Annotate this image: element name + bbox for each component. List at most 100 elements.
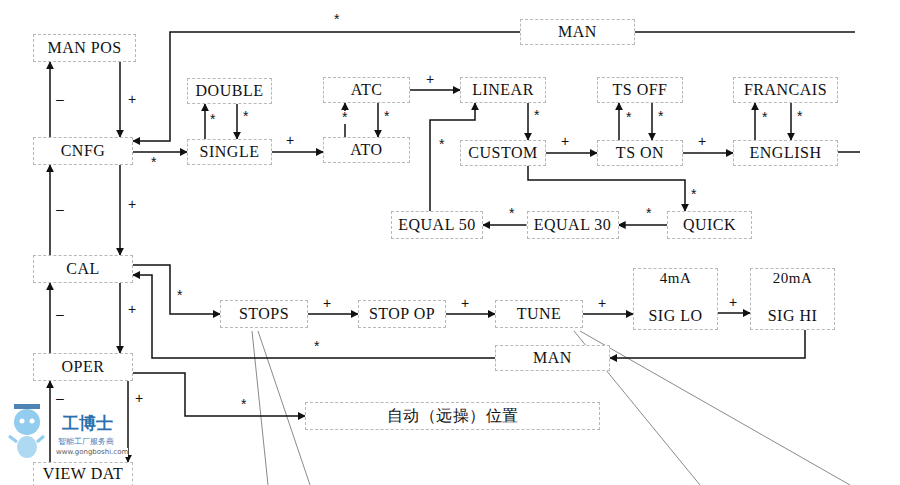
key-label: + bbox=[127, 93, 137, 106]
flow-arrow bbox=[272, 151, 323, 153]
menu-box: CNFG bbox=[33, 137, 133, 165]
menu-label: CAL bbox=[66, 260, 100, 278]
menu-label: SIG LO bbox=[648, 307, 702, 325]
key-label: * bbox=[438, 138, 445, 151]
key-label: + bbox=[560, 135, 570, 148]
key-label: + bbox=[597, 297, 607, 310]
flow-arrow bbox=[754, 103, 756, 140]
flow-arrow bbox=[546, 152, 597, 154]
flow-arrow bbox=[410, 89, 460, 91]
key-label: * bbox=[209, 113, 216, 126]
flow-arrow bbox=[236, 104, 238, 139]
flow-arrow bbox=[790, 103, 792, 140]
key-label: * bbox=[625, 111, 632, 124]
menu-label: 自动（远操）位置 bbox=[387, 407, 519, 425]
key-label: * bbox=[313, 340, 320, 353]
flow-stub bbox=[838, 151, 860, 153]
menu-label: QUICK bbox=[683, 216, 736, 234]
flow-arrow bbox=[204, 104, 206, 139]
mascot-icon bbox=[9, 404, 44, 458]
mascot-arm bbox=[37, 436, 44, 442]
flow-arrow bbox=[718, 312, 750, 314]
menu-box: ENGLISH bbox=[733, 140, 838, 166]
callout-leader bbox=[580, 331, 850, 485]
menu-box: STOPS bbox=[220, 300, 308, 328]
key-label: + bbox=[697, 135, 707, 148]
flow-arrow bbox=[610, 330, 805, 358]
menu-label: OPER bbox=[62, 358, 105, 376]
key-label: + bbox=[127, 198, 137, 211]
menu-box: VIEW DAT bbox=[33, 462, 133, 485]
menu-label: TS OFF bbox=[612, 81, 667, 99]
key-label: * bbox=[533, 109, 540, 122]
flow-arrow bbox=[527, 103, 529, 140]
menu-label: STOPS bbox=[239, 305, 289, 323]
menu-label: FRANCAIS bbox=[744, 81, 827, 99]
menu-box: MAN bbox=[495, 345, 610, 371]
key-label: * bbox=[645, 207, 652, 220]
flow-arrow bbox=[619, 224, 668, 226]
menu-box: TS OFF bbox=[597, 77, 683, 103]
menu-label: MAN POS bbox=[47, 39, 121, 57]
mascot-arm bbox=[9, 436, 17, 442]
flow-arrow bbox=[618, 103, 620, 140]
menu-box: CAL bbox=[33, 255, 133, 283]
mascot-eye bbox=[20, 419, 25, 424]
flow-arrow bbox=[377, 103, 379, 137]
menu-box: EQUAL 50 bbox=[391, 211, 483, 239]
menu-box: ATO bbox=[323, 137, 410, 163]
menu-box: EQUAL 30 bbox=[527, 211, 619, 239]
key-label: + bbox=[127, 303, 137, 316]
key-label: – bbox=[55, 93, 65, 106]
menu-label: EQUAL 30 bbox=[534, 216, 612, 234]
key-label: + bbox=[134, 392, 144, 405]
watermark-text: 工博士 bbox=[62, 414, 113, 433]
signal-heading: 20mA bbox=[773, 270, 813, 287]
menu-label: LINEAR bbox=[472, 81, 534, 99]
flow-arrow bbox=[133, 275, 495, 358]
flow-arrow bbox=[651, 103, 653, 140]
flow-arrow bbox=[133, 265, 220, 314]
menu-label: ATO bbox=[350, 141, 382, 159]
menu-label: SIG HI bbox=[768, 307, 818, 325]
key-label: * bbox=[341, 111, 348, 124]
menu-box: TS ON bbox=[597, 140, 683, 166]
menu-label: CNFG bbox=[61, 142, 106, 160]
key-label: – bbox=[55, 392, 65, 405]
key-label: – bbox=[55, 203, 65, 216]
mascot-eye bbox=[30, 419, 35, 424]
key-label: * bbox=[761, 111, 768, 124]
menu-box: STOP OP bbox=[358, 300, 446, 328]
flow-arrow bbox=[49, 283, 51, 353]
menu-box: OPER bbox=[33, 353, 133, 381]
flow-arrow bbox=[133, 151, 187, 153]
menu-label: ENGLISH bbox=[750, 144, 822, 162]
flow-arrow bbox=[119, 165, 121, 255]
flow-arrow bbox=[133, 373, 305, 416]
key-label: * bbox=[240, 398, 247, 411]
key-label: * bbox=[383, 110, 390, 123]
menu-box: CUSTOM bbox=[460, 140, 546, 166]
flow-stub bbox=[635, 31, 855, 33]
key-label: * bbox=[150, 156, 157, 169]
menu-box: MAN bbox=[520, 19, 635, 45]
callout-leader bbox=[258, 331, 310, 485]
key-label: + bbox=[425, 73, 435, 86]
menu-label: TUNE bbox=[517, 305, 562, 323]
flow-arrow bbox=[683, 152, 733, 154]
key-label: + bbox=[460, 297, 470, 310]
menu-label: EQUAL 50 bbox=[398, 216, 476, 234]
flow-arrow bbox=[49, 381, 51, 462]
menu-label: MAN bbox=[533, 349, 572, 367]
key-label: * bbox=[176, 289, 183, 302]
menu-box: 4mA SIG LO bbox=[633, 268, 718, 330]
signal-heading: 4mA bbox=[660, 270, 692, 287]
menu-box: FRANCAIS bbox=[733, 77, 838, 103]
key-label: + bbox=[728, 296, 738, 309]
mascot-head bbox=[14, 409, 40, 435]
flow-arrow bbox=[119, 283, 121, 353]
watermark-text: 智能工厂服务商 bbox=[58, 437, 114, 447]
key-label: * bbox=[333, 13, 340, 26]
key-label: * bbox=[508, 207, 515, 220]
flow-arrow bbox=[483, 224, 527, 226]
